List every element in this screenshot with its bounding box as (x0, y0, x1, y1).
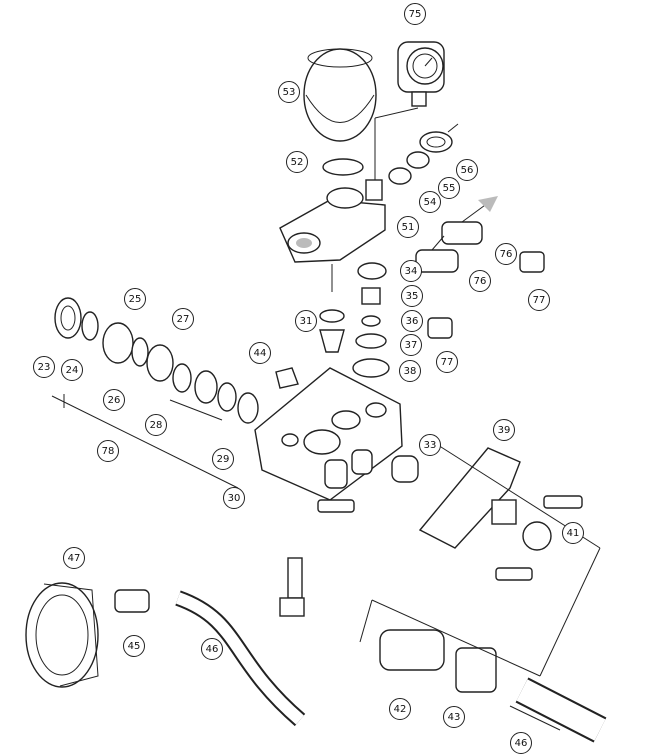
plug-77-lower-part (427, 317, 453, 339)
callout-23: 23 (33, 356, 55, 378)
callout-75: 75 (404, 3, 426, 25)
callout-77-upper: 77 (528, 289, 550, 311)
clip-44-part (275, 367, 299, 389)
ball-valve-upper-part (441, 196, 498, 245)
hose-clamp-part (25, 582, 99, 688)
callout-25: 25 (124, 288, 146, 310)
seal-rings-part (54, 297, 259, 424)
callout-54: 54 (419, 191, 441, 213)
inlet-fitting-part (379, 629, 497, 693)
callout-37: 37 (400, 334, 422, 356)
callout-42: 42 (389, 698, 411, 720)
callout-24: 24 (61, 359, 83, 381)
nut-33-part (391, 455, 419, 483)
callout-45: 45 (123, 635, 145, 657)
callout-77-lower: 77 (436, 351, 458, 373)
ring-54-part (388, 167, 412, 185)
callout-46-upper: 46 (201, 638, 223, 660)
callout-78: 78 (97, 440, 119, 462)
callout-76-upper: 76 (495, 243, 517, 265)
callout-44: 44 (249, 342, 271, 364)
callout-46-lower: 46 (510, 732, 532, 754)
plug-77-upper-part (519, 251, 545, 273)
callout-36: 36 (401, 310, 423, 332)
bracket-part (419, 123, 459, 153)
callout-27: 27 (172, 308, 194, 330)
bolts-part (279, 495, 583, 617)
callout-76-lower: 76 (469, 270, 491, 292)
callout-30: 30 (223, 487, 245, 509)
callout-55: 55 (438, 177, 460, 199)
callout-33: 33 (419, 434, 441, 456)
accumulator-bulb-part (303, 48, 377, 142)
callout-34: 34 (400, 260, 422, 282)
callout-35: 35 (401, 285, 423, 307)
ring-55-part (406, 151, 430, 169)
o-ring-41-part (522, 521, 552, 551)
callout-26: 26 (103, 389, 125, 411)
o-ring-52-part (322, 158, 364, 176)
callout-53: 53 (278, 81, 300, 103)
manifold-body-part (254, 367, 403, 501)
callout-29: 29 (212, 448, 234, 470)
callout-52: 52 (286, 151, 308, 173)
callout-47: 47 (63, 547, 85, 569)
callout-41: 41 (562, 522, 584, 544)
flange-part (418, 447, 521, 549)
unloader-body-part (279, 107, 419, 263)
callout-31: 31 (295, 310, 317, 332)
valve-stack-part (352, 262, 390, 378)
fitting-45-part (114, 589, 150, 613)
callout-56: 56 (456, 159, 478, 181)
cap-31-part (319, 309, 345, 353)
callout-43: 43 (443, 706, 465, 728)
pressure-gauge-part (397, 41, 445, 107)
callout-51: 51 (397, 216, 419, 238)
callout-39: 39 (493, 419, 515, 441)
callout-38: 38 (399, 360, 421, 382)
leader-lines (51, 264, 601, 731)
callout-28: 28 (145, 414, 167, 436)
